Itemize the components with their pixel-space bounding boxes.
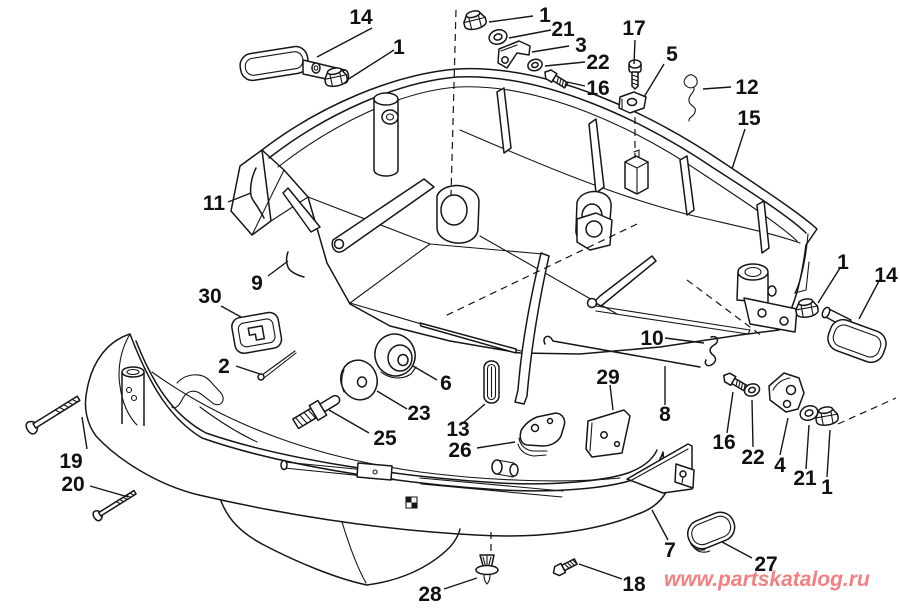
callout-25: 25 [373, 427, 397, 450]
upper-cowl-body [231, 69, 817, 404]
part-6-grommet [369, 328, 421, 381]
callout-1-top-left: 1 [393, 36, 405, 59]
part-23-washer [336, 355, 383, 404]
callout-26: 26 [448, 439, 471, 462]
part-8-rod [544, 336, 700, 367]
assembly-axis-lines [443, 10, 896, 552]
callout-14-right: 14 [874, 264, 898, 287]
part-16-screw-right [720, 370, 749, 394]
part-28-clip [476, 555, 498, 584]
callout-7: 7 [664, 539, 676, 562]
callout-15: 15 [737, 107, 761, 130]
callout-8: 8 [659, 403, 671, 426]
callout-21-right: 21 [793, 467, 817, 490]
part-13-sleeve [484, 361, 499, 403]
part-5-clamp [619, 92, 646, 113]
callout-3: 3 [575, 34, 587, 57]
lower-cowl-body [85, 334, 694, 585]
part-14-handle-right [821, 306, 890, 366]
callout-16-top: 16 [586, 77, 609, 100]
part-4-bracket [769, 373, 804, 412]
callout-labels: 14 1 1 21 3 22 16 17 5 12 15 11 9 30 2 6… [59, 4, 898, 606]
center-collar [437, 185, 479, 243]
part-29-plate [586, 410, 630, 457]
part-21-washer-top [486, 27, 510, 47]
part-1-nut-right [793, 296, 820, 320]
square-mark [406, 497, 417, 508]
callout-30: 30 [198, 285, 221, 308]
steering-link [588, 256, 751, 334]
wall-block [625, 150, 648, 194]
callout-13: 13 [446, 418, 469, 441]
latch-barrel [492, 460, 518, 477]
part-9-seal-strip [287, 252, 304, 277]
latch-rod [281, 461, 396, 481]
boss-left [374, 93, 398, 176]
leader-lines [82, 16, 879, 589]
part-30-latch [230, 311, 283, 355]
callout-28: 28 [418, 583, 442, 606]
part-1-nut-right-lower [813, 404, 840, 428]
callout-4: 4 [774, 454, 786, 477]
callout-10: 10 [640, 327, 663, 350]
latch-catch [172, 375, 223, 408]
part-10-hook [705, 337, 717, 366]
part-19-bolt [23, 392, 83, 437]
callout-9: 9 [251, 272, 263, 295]
part-2-pin [258, 351, 296, 380]
callout-16-right: 16 [712, 431, 735, 454]
part-11-seal-strip [251, 168, 264, 218]
callout-1-top: 1 [539, 4, 551, 27]
part-27-pad [684, 508, 741, 557]
part-22-washer-top [525, 57, 545, 73]
callout-5: 5 [666, 43, 678, 66]
callout-29: 29 [596, 366, 619, 389]
swivel-bracket [737, 264, 797, 332]
part-14-handle-left [238, 45, 348, 83]
callout-22-top: 22 [586, 51, 609, 74]
part-3-bracket [498, 41, 530, 68]
cowl-right-end [627, 444, 694, 493]
callout-11: 11 [203, 192, 226, 215]
callout-1-right-lower: 1 [821, 476, 833, 499]
callout-14-top-left: 14 [349, 6, 373, 29]
callout-12: 12 [735, 76, 758, 99]
callout-23: 23 [407, 402, 430, 425]
callout-22-right: 22 [741, 446, 764, 469]
part-26-plate-stack [518, 413, 565, 456]
cable-rod [420, 323, 516, 353]
part-18-screw [550, 556, 579, 579]
callout-21-top: 21 [551, 18, 575, 41]
callout-20: 20 [61, 473, 84, 496]
callout-27: 27 [754, 553, 777, 576]
steering-tube [122, 367, 144, 426]
callout-19: 19 [59, 450, 82, 473]
callout-18: 18 [622, 573, 646, 596]
callout-6: 6 [440, 372, 452, 395]
cowl-skirt [221, 501, 460, 585]
part-1-nut-top [460, 7, 489, 33]
part-25-screw [291, 390, 343, 431]
callout-2: 2 [218, 355, 230, 378]
watermark-link[interactable]: www.partskatalog.ru [664, 568, 870, 591]
part-17-screw [629, 60, 641, 89]
corner-strap [515, 253, 549, 404]
callout-17: 17 [622, 17, 645, 40]
callout-1-right: 1 [837, 251, 849, 274]
part-12-clip [684, 75, 697, 121]
